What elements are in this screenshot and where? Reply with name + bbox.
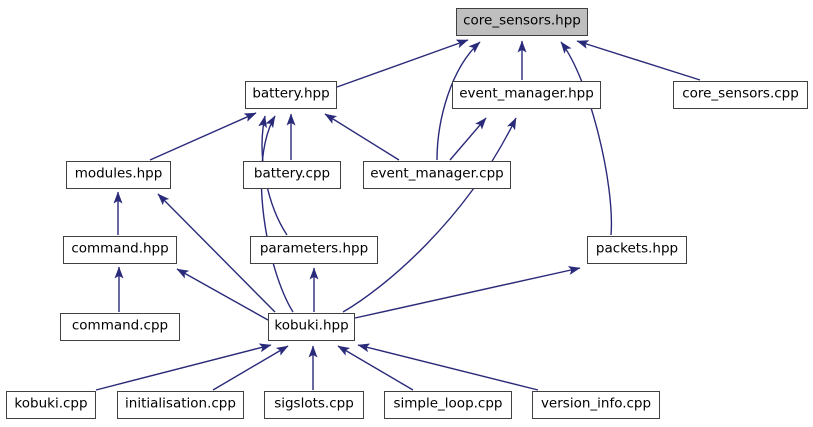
node-label: core_sensors.cpp xyxy=(682,85,799,102)
node-label: initialisation.cpp xyxy=(125,395,236,412)
node-packets-hpp[interactable]: packets.hpp xyxy=(587,236,687,264)
node-core-sensors-hpp[interactable]: core_sensors.hpp xyxy=(456,8,588,36)
edge-kobuki_cpp-kobuki_hpp xyxy=(95,343,272,391)
edge-event_manager_cpp-core_sensors_hpp xyxy=(436,41,481,161)
node-label: simple_loop.cpp xyxy=(393,395,503,412)
edge-modules_hpp-battery_hpp xyxy=(149,112,257,161)
node-event-manager-hpp[interactable]: event_manager.hpp xyxy=(452,81,601,109)
edge-initialisation_cpp-kobuki_hpp xyxy=(212,345,289,391)
node-label: battery.cpp xyxy=(253,165,331,182)
edge-event_manager_cpp-event_manager_hpp xyxy=(449,117,487,161)
node-initialisation-cpp[interactable]: initialisation.cpp xyxy=(117,391,244,419)
node-label: event_manager.cpp xyxy=(370,165,504,182)
node-label: packets.hpp xyxy=(595,240,679,257)
node-core-sensors-cpp[interactable]: core_sensors.cpp xyxy=(673,81,808,109)
node-label: sigslots.cpp xyxy=(274,395,354,412)
node-label: command.hpp xyxy=(71,240,169,257)
node-label: event_manager.hpp xyxy=(459,85,594,102)
node-label: modules.hpp xyxy=(74,165,163,182)
edge-simple_loop_cpp-kobuki_hpp xyxy=(337,345,414,391)
edge-kobuki_hpp-packets_hpp xyxy=(354,266,581,319)
node-label: parameters.hpp xyxy=(259,240,369,257)
edge-kobuki_hpp-command_hpp xyxy=(176,268,269,321)
node-label: version_info.cpp xyxy=(540,395,652,412)
node-battery-hpp[interactable]: battery.hpp xyxy=(245,81,337,109)
node-sigslots-cpp[interactable]: sigslots.cpp xyxy=(264,391,364,419)
node-command-hpp[interactable]: command.hpp xyxy=(63,236,177,264)
node-label: battery.hpp xyxy=(252,85,330,102)
edge-packets_hpp-core_sensors_hpp xyxy=(560,41,613,236)
edge-kobuki_hpp-battery_hpp xyxy=(260,115,294,313)
node-label: kobuki.hpp xyxy=(274,317,349,334)
edge-core_sensors_cpp-core_sensors_hpp xyxy=(576,40,701,81)
edge-event_manager_cpp-battery_hpp xyxy=(324,113,400,161)
edge-kobuki_hpp-event_manager_hpp xyxy=(342,117,517,313)
node-kobuki-cpp[interactable]: kobuki.cpp xyxy=(6,391,96,419)
node-label: kobuki.cpp xyxy=(14,395,88,412)
node-parameters-hpp[interactable]: parameters.hpp xyxy=(250,236,378,264)
node-modules-hpp[interactable]: modules.hpp xyxy=(66,161,171,189)
node-battery-cpp[interactable]: battery.cpp xyxy=(243,161,341,189)
node-version-info-cpp[interactable]: version_info.cpp xyxy=(532,391,660,419)
edge-kobuki_hpp-modules_hpp xyxy=(157,193,276,313)
node-simple-loop-cpp[interactable]: simple_loop.cpp xyxy=(384,391,512,419)
node-command-cpp[interactable]: command.cpp xyxy=(60,313,180,341)
node-event-manager-cpp[interactable]: event_manager.cpp xyxy=(363,161,511,189)
node-kobuki-hpp[interactable]: kobuki.hpp xyxy=(268,313,355,341)
node-label: command.cpp xyxy=(71,317,169,334)
edge-version_info_cpp-kobuki_hpp xyxy=(357,343,539,391)
edge-battery_hpp-core_sensors_hpp xyxy=(336,39,469,88)
node-label: core_sensors.hpp xyxy=(463,12,581,29)
